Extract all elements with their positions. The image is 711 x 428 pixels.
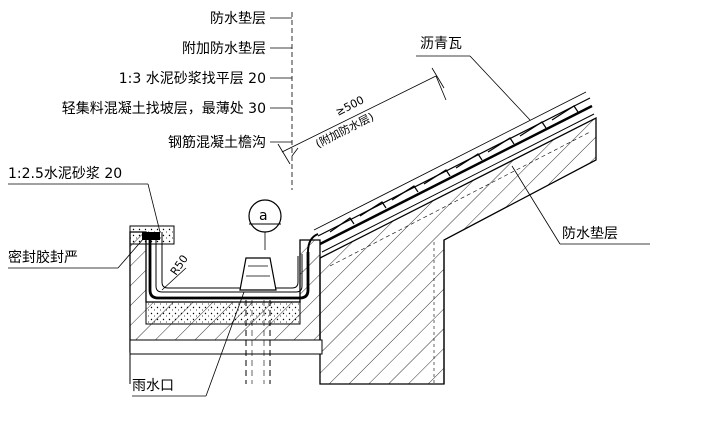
detail-marker: [248, 199, 282, 250]
label-slope-concrete: 轻集料混凝土找坡层，最薄处 30: [62, 100, 266, 117]
label-asphalt-shingle: 沥青瓦: [420, 36, 462, 52]
sealant-leader-diag: [117, 237, 145, 269]
mortar-leader-diag: [147, 183, 161, 233]
roof-layers: [313, 91, 595, 253]
label-cement-screed: 1:3 水泥砂浆找平层 20: [119, 71, 266, 87]
gutter-membrane: [148, 232, 319, 300]
label-additional-underlay: 附加防水垫层: [182, 41, 266, 57]
detail-label: a: [259, 208, 268, 224]
slope-dimension: [277, 67, 447, 165]
label-waterproof-underlay: 防水垫层: [210, 11, 266, 27]
drain-leader-diag: [205, 291, 245, 397]
label-rain-outlet: 雨水口: [132, 378, 174, 394]
label-rc-gutter: 钢筋混凝土檐沟: [168, 134, 266, 151]
roof-slab: [319, 116, 597, 385]
label-mortar: 1:2.5水泥砂浆 20: [8, 166, 122, 182]
rain-outlet: [239, 257, 277, 384]
shingle-leader-diag: [469, 55, 531, 121]
gutter-edge: [129, 225, 175, 245]
screed-layer: [145, 301, 301, 325]
radius-leader: [161, 267, 187, 291]
label-right-underlay: 防水垫层: [562, 226, 618, 242]
label-sealant: 密封胶封严: [8, 249, 78, 266]
asphalt-shingles: [329, 105, 579, 233]
underlay-leader-diag: [511, 165, 561, 245]
top-leaders: [270, 17, 292, 143]
